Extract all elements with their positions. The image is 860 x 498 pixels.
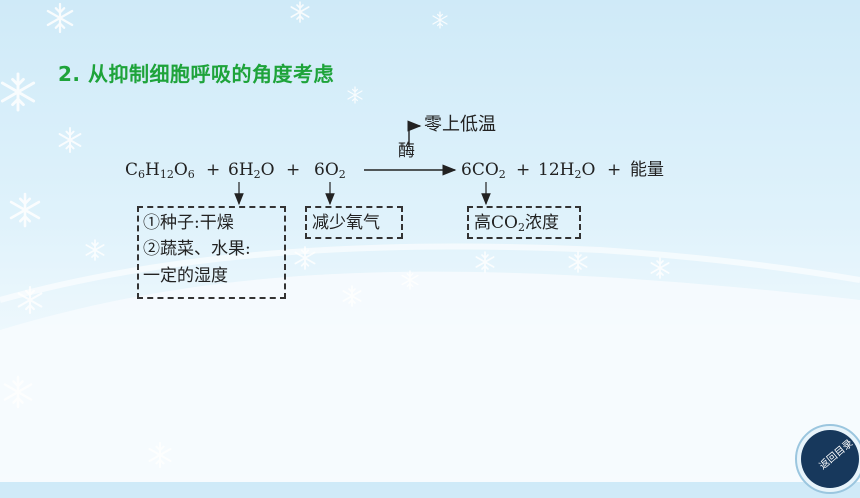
seed-produce-note-box: ①种子:干燥 ②蔬菜、水果: 一定的湿度 [137,206,286,299]
plus-sign: + [286,160,301,180]
oxygen-note-box: 减少氧气 [305,206,403,239]
product-water: 12H2O [538,160,596,181]
note-line: ①种子:干燥 [143,213,234,233]
reactant-water: 6H2O [228,160,275,181]
reactant-oxygen: 6O2 [314,160,346,181]
enzyme-label: 酶 [398,141,415,161]
carbon-dioxide-note-box: 高CO2浓度 [467,206,581,239]
product-energy: 能量 [630,160,664,180]
note-line: 一定的湿度 [143,265,228,286]
plus-sign: + [206,160,221,180]
back-to-contents-button[interactable]: 返回目录 [795,424,860,494]
note-line: ②蔬菜、水果: [143,239,251,260]
note-line: 高CO2浓度 [474,213,559,234]
condition-label: 零上低温 [424,114,496,135]
reactant-glucose: C6H12O6 [125,160,195,181]
product-carbon-dioxide: 6CO2 [461,160,506,181]
section-heading: 2. 从抑制细胞呼吸的角度考虑 [58,62,334,86]
plus-sign: + [607,160,622,180]
plus-sign: + [516,160,531,180]
note-line: 减少氧气 [312,213,380,233]
snowflake-background [0,1,670,468]
